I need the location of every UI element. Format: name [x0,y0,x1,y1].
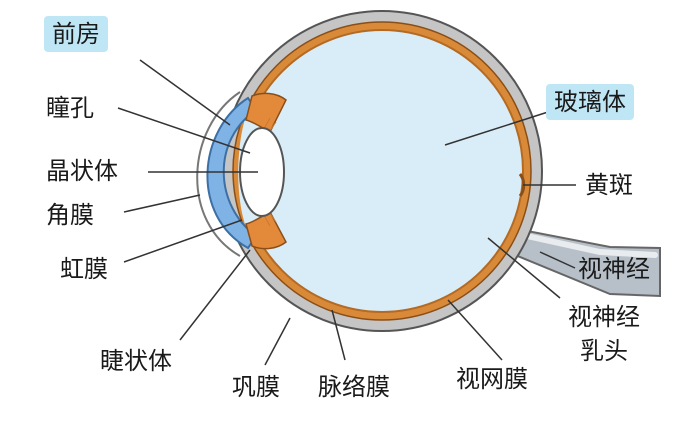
label-sclera: 巩膜 [232,372,280,402]
label-macula: 黄斑 [585,170,633,200]
label-retina: 视网膜 [456,364,528,394]
label-ciliary-body: 睫状体 [100,346,172,376]
leader-sclera [265,318,290,365]
leader-retina [448,300,502,360]
leader-ciliary-body [180,250,250,340]
label-iris: 虹膜 [60,254,108,284]
label-vitreous: 玻璃体 [546,84,634,120]
label-pupil: 瞳孔 [46,93,94,123]
label-anterior-chamber: 前房 [44,16,108,52]
label-optic-nerve: 视神经 [578,254,650,284]
leader-cornea [124,195,200,212]
label-lens: 晶状体 [46,156,118,186]
label-cornea: 角膜 [46,200,94,230]
label-optic-disc-line2: 乳头 [580,336,628,366]
label-choroid: 脉络膜 [318,372,390,402]
label-optic-disc-line1: 视神经 [568,302,640,332]
leader-iris [124,220,242,262]
leader-anterior-chamber [140,60,230,125]
